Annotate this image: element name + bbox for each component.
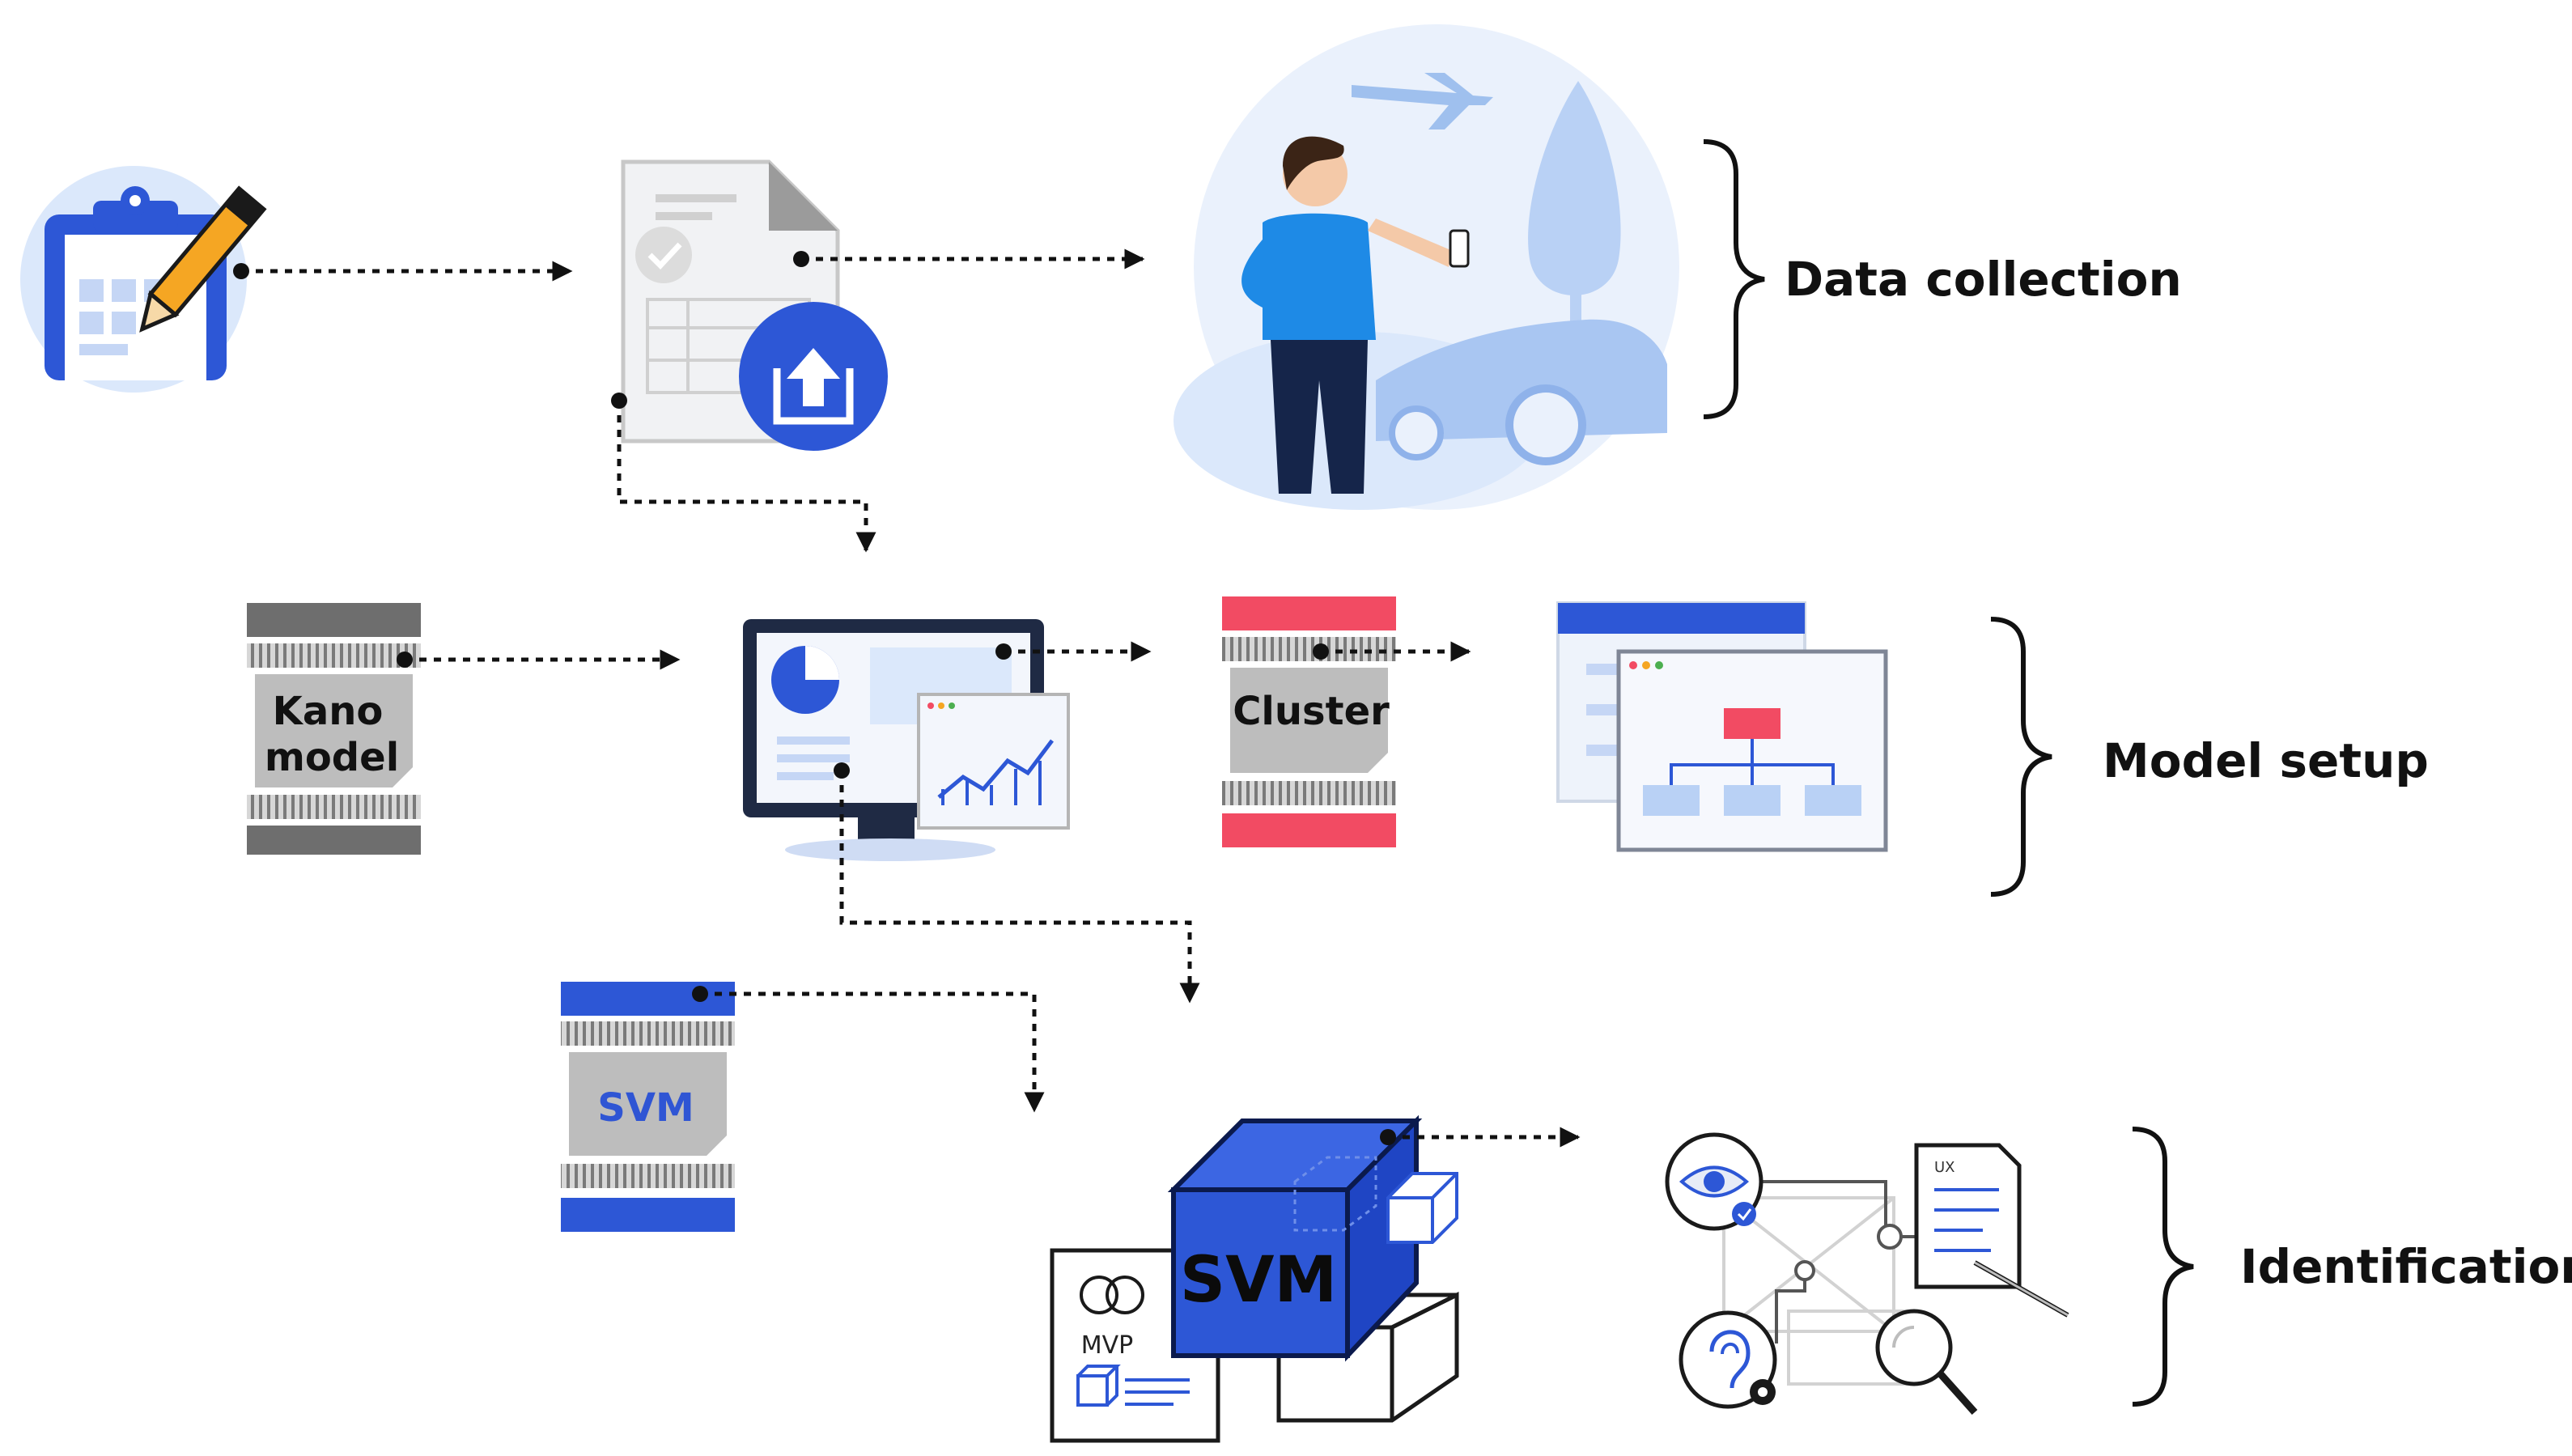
ear-icon bbox=[1679, 1310, 1777, 1409]
brace-identification bbox=[2132, 1127, 2194, 1407]
eye-icon bbox=[1665, 1132, 1763, 1231]
cube-icon bbox=[1167, 1114, 1458, 1362]
ux-illustration bbox=[1722, 1180, 1918, 1386]
pencil-icon bbox=[139, 185, 267, 333]
upload-icon bbox=[739, 302, 888, 451]
svm-cube-label: SVM bbox=[1180, 1244, 1337, 1317]
cluster-module-label: Cluster bbox=[1233, 689, 1390, 734]
section-label-model-setup: Model setup bbox=[2103, 733, 2429, 788]
ux-doc-label: UX bbox=[1934, 1159, 1955, 1176]
pie-chart-icon bbox=[771, 646, 839, 714]
person-figure bbox=[1241, 136, 1470, 494]
kano-module-label-line1: Kano bbox=[273, 689, 384, 734]
section-label-data-collection: Data collection bbox=[1785, 252, 2182, 307]
flow-monitor-to-svm-cube bbox=[839, 770, 1200, 1004]
svm-module-label: SVM bbox=[597, 1085, 694, 1131]
svm-module bbox=[561, 982, 735, 1233]
mvp-card-label: MVP bbox=[1081, 1331, 1134, 1360]
line-chart-icon bbox=[917, 693, 1070, 830]
section-label-identification: Identification bbox=[2240, 1239, 2572, 1294]
airplane-icon bbox=[1352, 73, 1493, 129]
brace-model-setup bbox=[1990, 617, 2052, 897]
brace-data-collection bbox=[1703, 139, 1765, 419]
flow-svm-to-mvp bbox=[700, 991, 1045, 1113]
kano-module-label-line2: model bbox=[265, 735, 399, 780]
car-icon bbox=[1376, 319, 1667, 465]
window-icon bbox=[1556, 601, 1888, 852]
clipboard-icon bbox=[20, 166, 247, 393]
small-cube-icon bbox=[1276, 1291, 1459, 1423]
cluster-module bbox=[1222, 596, 1396, 847]
flow-document-to-monitor bbox=[617, 401, 876, 553]
magnifier-icon bbox=[1875, 1309, 1978, 1415]
checklist-icon bbox=[1914, 1143, 2069, 1318]
org-chart-icon bbox=[1643, 708, 1861, 816]
kano-module bbox=[247, 603, 421, 855]
